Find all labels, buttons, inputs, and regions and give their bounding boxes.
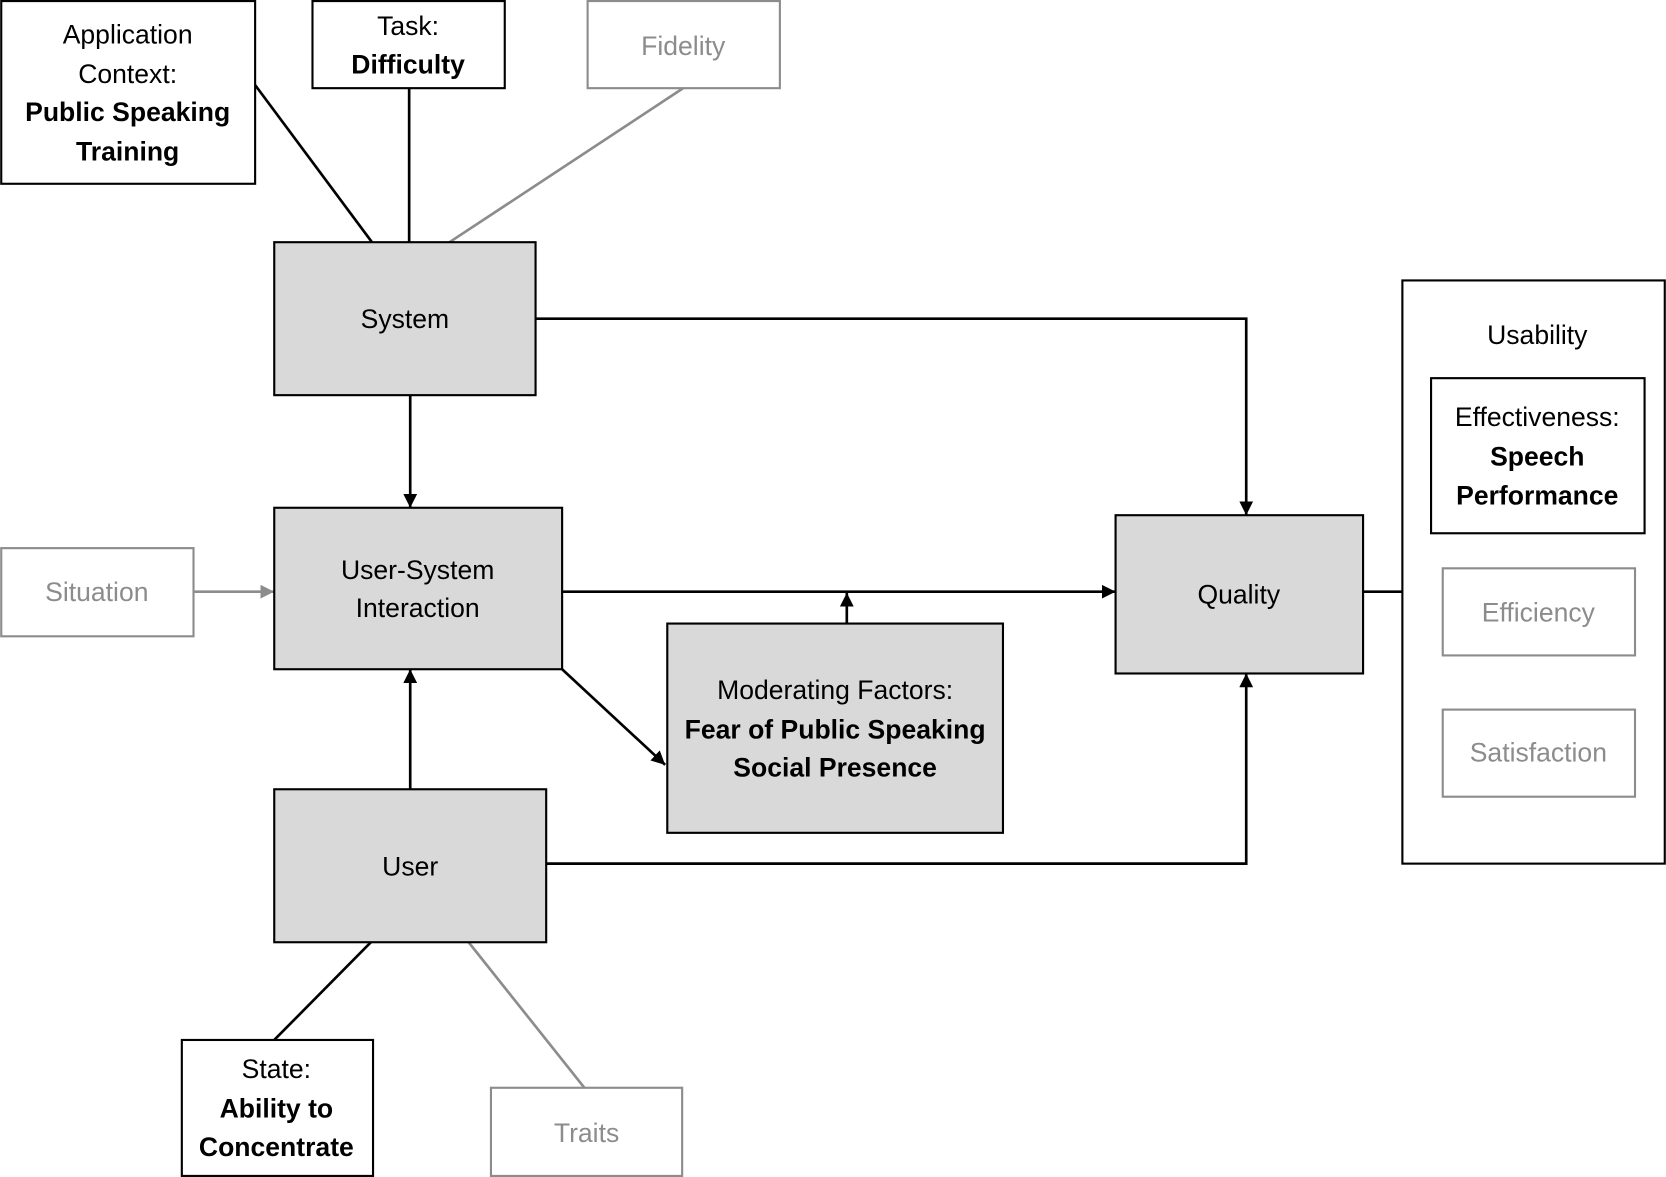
node-traits-label: Traits [554, 1118, 619, 1148]
node-efficiency-label: Efficiency [1482, 597, 1596, 627]
node-task-value: Difficulty [351, 49, 465, 79]
node-traits: Traits [489, 1086, 684, 1177]
edge-application-context-to-system [254, 84, 374, 243]
node-usability-label: Usability [1487, 320, 1588, 350]
node-effectiveness-value-2: Performance [1456, 481, 1618, 511]
edge-user-to-state [273, 941, 372, 1041]
node-fidelity-label: Fidelity [641, 31, 726, 61]
node-fidelity-box [586, 0, 781, 90]
node-state: State: Ability to Concentrate [180, 1038, 375, 1177]
node-user: User [273, 788, 548, 944]
node-application-context-value-1: Public Speaking [25, 97, 230, 127]
node-user-system-interaction-label-2: Interaction [356, 593, 480, 623]
node-effectiveness-value-1: Speech [1490, 441, 1584, 471]
node-user-system-interaction-label-1: User-System [341, 555, 494, 585]
node-state-value-1: Ability to [220, 1094, 334, 1124]
connectors [193, 84, 1403, 1089]
node-situation-box [0, 547, 195, 638]
edge-user-to-quality [546, 673, 1254, 865]
node-situation: Situation [0, 547, 195, 638]
node-efficiency-box [1441, 567, 1637, 657]
node-effectiveness-label: Effectiveness: [1455, 402, 1620, 432]
node-state-value-2: Concentrate [199, 1132, 354, 1162]
node-moderating-factors: Moderating Factors: Fear of Public Speak… [666, 622, 1005, 834]
edge-user-to-traits [467, 941, 586, 1089]
node-quality-box [1114, 514, 1365, 675]
node-effectiveness-box [1429, 377, 1646, 535]
node-efficiency: Efficiency [1441, 567, 1637, 657]
node-system-box [273, 241, 537, 397]
node-application-context-box [0, 0, 257, 185]
edge-fidelity-to-system [448, 87, 684, 244]
node-situation-label: Situation [45, 577, 148, 607]
node-moderating-factors-value-2: Social Presence [733, 753, 937, 783]
node-fidelity: Fidelity [586, 0, 781, 90]
node-application-context-value-2: Training [76, 136, 179, 166]
node-system-label: System [361, 304, 450, 334]
node-state-box [180, 1038, 375, 1177]
node-system: System [273, 241, 537, 397]
node-quality: Quality [1114, 514, 1365, 675]
node-user-box [273, 788, 548, 944]
node-application-context-label-1: Application [63, 20, 193, 50]
node-moderating-factors-box [666, 622, 1005, 834]
node-moderating-factors-value-1: Fear of Public Speaking [685, 714, 986, 744]
node-usability: Usability Effectiveness: Speech Performa… [1401, 279, 1666, 865]
node-effectiveness: Effectiveness: Speech Performance [1429, 377, 1646, 535]
node-user-system-interaction-box [273, 506, 564, 671]
node-state-label: State: [242, 1054, 311, 1084]
node-satisfaction-box [1441, 708, 1637, 798]
node-application-context-label-2: Context: [78, 59, 177, 89]
node-satisfaction-label: Satisfaction [1470, 738, 1607, 768]
node-task-box [311, 0, 506, 90]
node-task-label: Task: [377, 11, 439, 41]
node-application-context: Application Context: Public Speaking Tra… [0, 0, 257, 185]
edge-interaction-to-moderating-factors [561, 668, 667, 766]
node-user-system-interaction: User-System Interaction [273, 506, 564, 671]
node-satisfaction: Satisfaction [1441, 708, 1637, 798]
node-task: Task: Difficulty [311, 0, 506, 90]
node-traits-box [489, 1086, 684, 1177]
edge-system-to-quality [535, 317, 1254, 516]
node-user-label: User [382, 851, 438, 881]
node-quality-label: Quality [1197, 579, 1280, 609]
node-moderating-factors-label: Moderating Factors: [717, 675, 953, 705]
